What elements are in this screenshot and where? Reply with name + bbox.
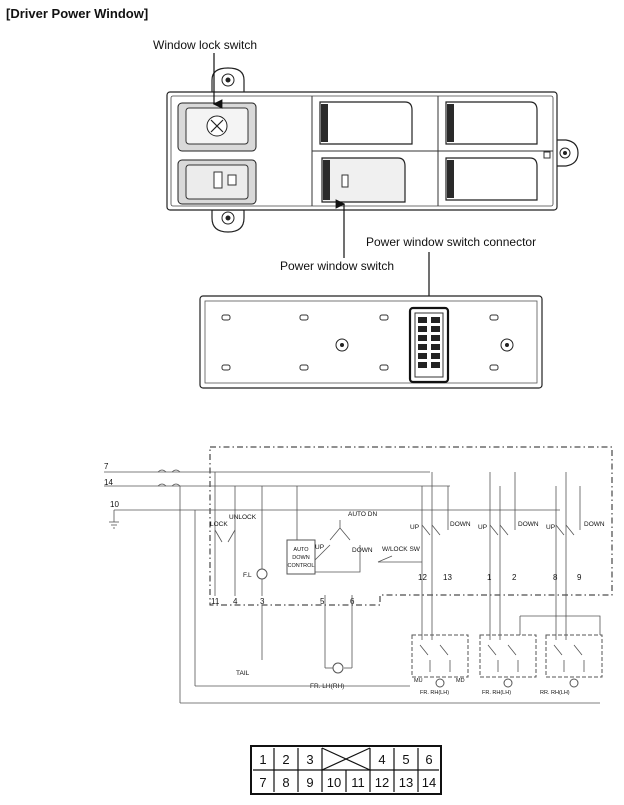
label-wlock-sw: W/LOCK SW — [382, 546, 421, 553]
pin-10: 10 — [327, 775, 341, 790]
window-switch-group-1: UP DOWN — [410, 472, 471, 640]
terminal-8: 8 — [553, 573, 558, 582]
door-motor-box-3: RR. RH(LH) — [540, 634, 603, 696]
door-motor-box-2: FR. RH(LH) — [479, 634, 537, 696]
label-tail: TAIL — [236, 670, 250, 677]
label-lock: LOCK — [210, 521, 228, 528]
label-fr-lh: FR. LH(RH) — [310, 683, 344, 690]
terminal-12: 12 — [418, 573, 427, 582]
pin-3: 3 — [306, 752, 313, 767]
terminal-2: 2 — [512, 573, 517, 582]
label-mid-down: DOWN — [352, 547, 373, 554]
svg-text:UP: UP — [478, 524, 487, 531]
terminal-1: 1 — [487, 573, 492, 582]
svg-text:MD: MD — [456, 678, 465, 684]
terminal-13: 13 — [443, 573, 452, 582]
window-switch-paddles — [319, 101, 538, 203]
callout-window-lock-switch: Window lock switch — [153, 38, 257, 52]
pin-7: 7 — [259, 775, 266, 790]
circuit-schematic: 7 14 10 LOCK UNLOCK F.L AUTO DOWN CONTRO… — [104, 446, 613, 704]
switch-assembly-bottom-view — [199, 295, 543, 389]
callout-power-window-switch: Power window switch — [280, 259, 394, 273]
label-auto-down-control-1: AUTO — [293, 547, 309, 553]
pin-9: 9 — [306, 775, 313, 790]
switch-assembly-top-view — [166, 67, 579, 233]
pin-13: 13 — [399, 775, 413, 790]
svg-text:DOWN: DOWN — [518, 521, 539, 528]
wire-label-14: 14 — [104, 478, 113, 487]
pin-2: 2 — [282, 752, 289, 767]
pin-1: 1 — [259, 752, 266, 767]
svg-text:UP: UP — [410, 524, 419, 531]
pin-4: 4 — [378, 752, 385, 767]
window-switch-group-2: UP DOWN — [478, 472, 539, 640]
terminal-3: 3 — [260, 597, 265, 606]
terminal-4: 4 — [233, 597, 238, 606]
label-rr-rh: RR. RH(LH) — [540, 690, 570, 696]
label-fl: F.L — [243, 572, 252, 579]
label-auto-down-control-2: DOWN — [292, 555, 309, 561]
svg-text:UP: UP — [546, 524, 555, 531]
terminal-5: 5 — [320, 597, 325, 606]
label-unlock: UNLOCK — [229, 514, 257, 521]
svg-text:DOWN: DOWN — [450, 521, 471, 528]
terminal-9: 9 — [577, 573, 582, 582]
svg-text:MU: MU — [414, 678, 423, 684]
pin-8: 8 — [282, 775, 289, 790]
page-title: [Driver Power Window] — [6, 6, 148, 21]
label-auto-down-control-3: CONTROL — [288, 563, 315, 569]
wire-label-7: 7 — [104, 462, 109, 471]
svg-text:DOWN: DOWN — [584, 521, 605, 528]
window-switch-group-3: UP DOWN — [546, 472, 605, 640]
pin-14: 14 — [422, 775, 436, 790]
pin-11: 11 — [351, 775, 365, 790]
label-mid-up: UP — [315, 544, 324, 551]
pin-5: 5 — [402, 752, 409, 767]
label-auto-dn: AUTO DN — [348, 511, 377, 518]
door-motor-box-1: MU MD FR. RH(LH) — [411, 634, 469, 696]
connector-pin-diagram: 1 2 3 4 5 6 7 8 9 10 11 12 13 14 — [250, 745, 442, 795]
terminal-11: 11 — [211, 597, 220, 606]
wire-label-10: 10 — [110, 500, 119, 509]
terminal-6: 6 — [350, 597, 355, 606]
connector-socket — [408, 306, 450, 384]
label-fr-rh: FR. RH(LH) — [482, 690, 511, 696]
label-fr-rh-left: FR. RH(LH) — [420, 690, 449, 696]
pin-12: 12 — [375, 775, 389, 790]
callout-power-window-switch-connector: Power window switch connector — [366, 235, 536, 249]
pin-6: 6 — [425, 752, 432, 767]
